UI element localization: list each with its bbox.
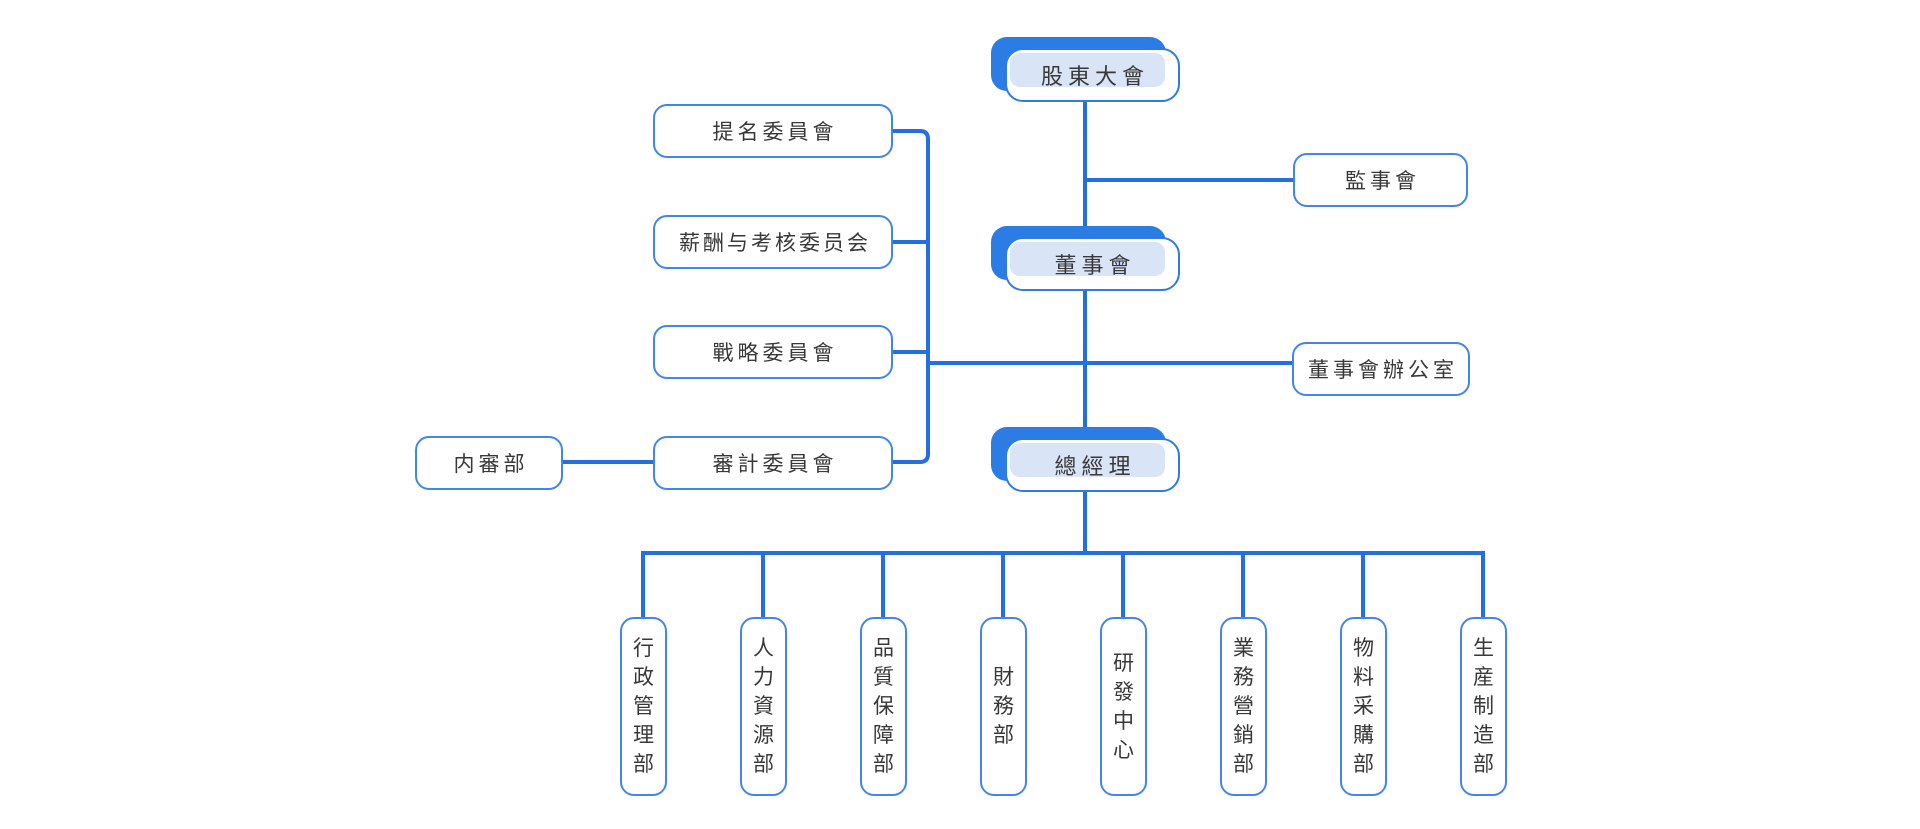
node-shareholders-meeting[interactable]: 股東大會: [991, 37, 1180, 102]
node-label: 戰略委員會: [712, 342, 838, 365]
node-board-of-directors[interactable]: 董事會: [991, 226, 1180, 291]
node-label: 董事會辦公室: [1308, 359, 1458, 382]
node-label: 研發中心: [1113, 651, 1134, 762]
node-face: 總經理: [1005, 438, 1180, 492]
node-label: 業務營銷部: [1233, 637, 1254, 776]
node-label: 財務部: [993, 666, 1014, 747]
node-audit-committee[interactable]: 審計委員會: [653, 436, 893, 490]
node-label: 監事會: [1345, 170, 1420, 193]
node-supervisory-board[interactable]: 監事會: [1293, 153, 1468, 207]
node-label: 股東大會: [1040, 64, 1149, 89]
node-face: 董事會: [1005, 237, 1180, 291]
node-dept-administration[interactable]: 行政管理部: [620, 617, 667, 796]
node-dept-finance[interactable]: 財務部: [980, 617, 1027, 796]
node-remuneration-assessment-committee[interactable]: 薪酬与考核委员会: [653, 215, 893, 269]
node-highlight-fill: [1010, 443, 1165, 477]
node-label: 審計委員會: [712, 453, 838, 476]
node-highlight-fill: [1010, 242, 1165, 276]
connector-department-bus: [641, 551, 1485, 617]
node-strategy-committee[interactable]: 戰略委員會: [653, 325, 893, 379]
node-dept-rnd-center[interactable]: 研發中心: [1100, 617, 1147, 796]
node-dept-production-manufacturing[interactable]: 生産制造部: [1460, 617, 1507, 796]
node-nomination-committee[interactable]: 提名委員會: [653, 104, 893, 158]
node-label: 董事會: [1054, 253, 1136, 278]
node-label: 行政管理部: [633, 637, 654, 776]
node-label: 内審部: [453, 453, 529, 476]
node-label: 薪酬与考核委员会: [679, 232, 871, 255]
connector-committee-bus: [893, 129, 930, 464]
node-internal-audit-dept[interactable]: 内審部: [415, 436, 563, 490]
node-dept-sales-marketing[interactable]: 業務營銷部: [1220, 617, 1267, 796]
node-board-office[interactable]: 董事會辦公室: [1292, 342, 1470, 396]
node-dept-quality-assurance[interactable]: 品質保障部: [860, 617, 907, 796]
node-label: 生産制造部: [1473, 637, 1494, 776]
node-label: 品質保障部: [873, 637, 894, 776]
node-label: 人力資源部: [753, 637, 774, 776]
node-highlight-fill: [1010, 53, 1165, 87]
node-general-manager[interactable]: 總經理: [991, 427, 1180, 492]
node-label: 提名委員會: [712, 121, 838, 144]
node-label: 物料采購部: [1353, 637, 1374, 776]
node-dept-material-procurement[interactable]: 物料采購部: [1340, 617, 1387, 796]
node-dept-human-resources[interactable]: 人力資源部: [740, 617, 787, 796]
node-face: 股東大會: [1005, 48, 1180, 102]
node-label: 總經理: [1054, 454, 1136, 479]
